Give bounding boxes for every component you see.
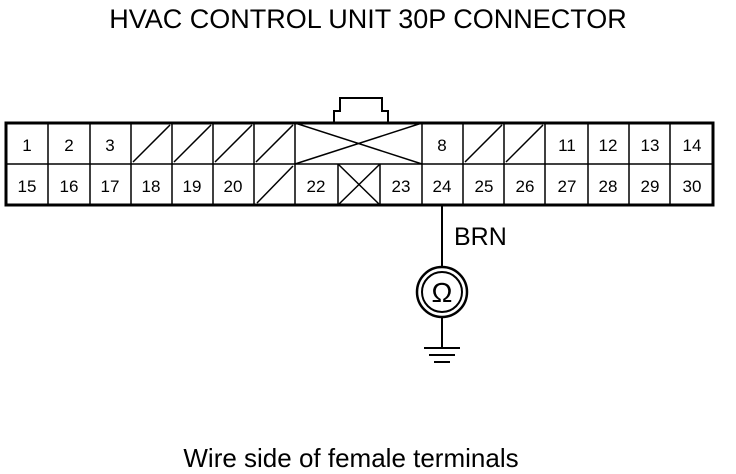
diagram-title: HVAC CONTROL UNIT 30P CONNECTOR	[109, 4, 627, 34]
wire-color-label: BRN	[454, 223, 507, 251]
terminal-label: 22	[307, 177, 326, 196]
ohm-symbol: Ω	[432, 277, 453, 308]
ohmmeter-icon: Ω	[415, 265, 469, 319]
terminal-label: 25	[475, 177, 494, 196]
terminal-label: 18	[142, 177, 161, 196]
terminal-label: 1	[22, 136, 31, 155]
diagram-caption: Wire side of female terminals	[183, 443, 518, 473]
connector-top-row	[47, 123, 671, 164]
connector-latch-icon	[333, 97, 389, 123]
terminal-label: 20	[224, 177, 243, 196]
terminal-labels-bottom: 15 16 17 18 19 20 22 23 24 25 26 27 28 2…	[18, 177, 702, 196]
terminal-label: 23	[392, 177, 411, 196]
ground-icon	[424, 347, 460, 363]
terminal-label: 11	[558, 136, 576, 155]
terminal-label: 19	[183, 177, 202, 196]
terminal-label: 17	[101, 177, 120, 196]
blocked-cavity-large	[294, 122, 423, 165]
terminal-label: 14	[683, 136, 702, 155]
terminal-label: 8	[437, 136, 446, 155]
terminal-label: 28	[599, 177, 618, 196]
terminal-label: 2	[64, 136, 73, 155]
terminal-label: 16	[60, 177, 79, 196]
terminal-label: 3	[105, 136, 114, 155]
blocked-cavity-small	[337, 163, 381, 206]
terminal-label: 27	[558, 177, 577, 196]
terminal-label: 30	[683, 177, 702, 196]
unused-cavity-marks-bottom	[256, 165, 294, 204]
terminal-labels-top: 1 2 3 8 11 12 13 14	[22, 136, 701, 155]
terminal-label-probed: 24	[433, 177, 452, 196]
unused-cavity-marks-top	[132, 124, 544, 163]
terminal-label: 12	[599, 136, 618, 155]
terminal-label: 29	[641, 177, 660, 196]
terminal-label: 13	[641, 136, 660, 155]
terminal-label: 15	[18, 177, 37, 196]
terminal-label: 26	[516, 177, 535, 196]
connector-bottom-row	[47, 164, 671, 205]
